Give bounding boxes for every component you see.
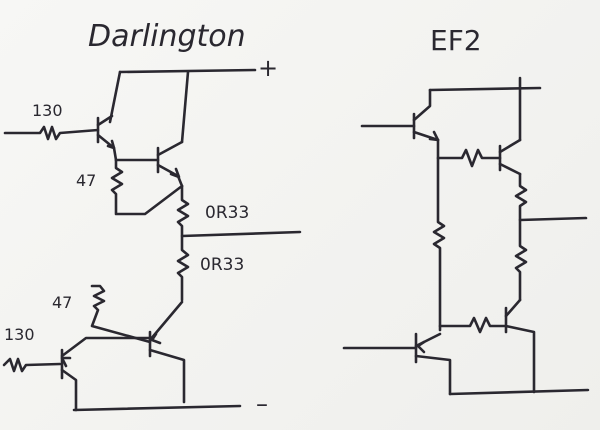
ef2-transistor-t4 <box>414 332 452 396</box>
darlington-output <box>180 230 302 238</box>
ef2-positive-rail <box>428 86 542 92</box>
emitter-resistor-bottom-label: 0R33 <box>200 255 244 275</box>
emitter-resistors <box>176 184 190 302</box>
ef2-negative-rail <box>448 388 590 396</box>
emitter-resistor-top-label: 0R33 <box>205 203 249 223</box>
t1-collector-wire <box>108 70 122 124</box>
be-resistor-top-label: 47 <box>76 171 96 190</box>
be-resistor-top <box>110 158 184 216</box>
ef2-transistor-t2 <box>498 138 522 176</box>
ef2-circuit: EF2 <box>342 24 590 396</box>
darlington-circuit: Darlington + 130 47 0R33 <box>2 19 302 418</box>
ef2-base-resistor-top <box>436 138 502 168</box>
ef2-transistor-t3 <box>504 298 536 394</box>
be-resistor-bottom-label: 47 <box>52 293 72 312</box>
ef2-title: EF2 <box>430 24 482 57</box>
transistor-t1 <box>96 114 118 162</box>
base-resistor-bottom <box>2 357 62 373</box>
ef2-emitter-resistors <box>514 172 528 302</box>
ef2-base-resistor-bottom <box>438 316 508 334</box>
negative-rail-label: – <box>256 390 268 418</box>
base-resistor-bottom-label: 130 <box>4 325 35 344</box>
transistor-t3 <box>148 300 186 404</box>
darlington-title: Darlington <box>88 19 246 54</box>
base-resistor-top <box>3 125 100 141</box>
base-resistor-top-label: 130 <box>32 101 63 120</box>
ef2-output <box>518 216 588 222</box>
ef2-left-resistor <box>432 156 446 332</box>
be-resistor-bottom <box>90 284 152 344</box>
transistor-t4 <box>60 336 152 412</box>
transistor-t2 <box>156 140 184 188</box>
positive-rail-label: + <box>258 54 278 82</box>
ef2-transistor-t1 <box>412 88 440 142</box>
negative-rail <box>72 404 242 412</box>
t2-collector-wire <box>180 70 190 144</box>
